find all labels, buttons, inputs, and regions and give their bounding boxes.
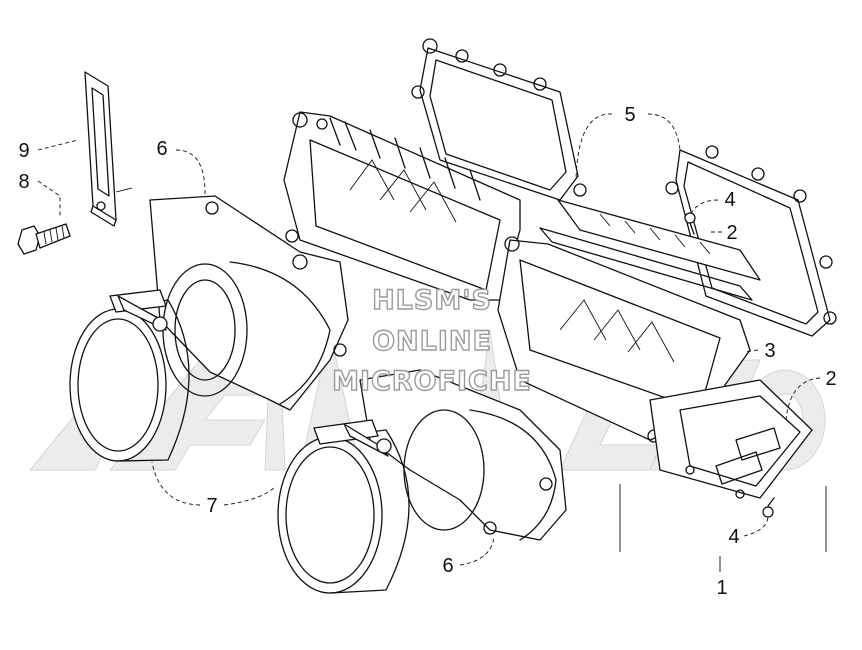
callout-6-lower: 6: [442, 555, 453, 577]
callout-2-lower: 2: [825, 368, 836, 390]
callout-6-upper: 6: [156, 138, 167, 160]
callout-7: 7: [206, 495, 217, 517]
part-4-screw-lower: [762, 497, 775, 518]
watermark-line-3: MICROFICHE: [332, 366, 532, 397]
callout-labels: 9 8 6 5 4 2 3 2 4 1 7 6: [18, 104, 836, 599]
callout-8: 8: [18, 171, 29, 193]
watermark-line-1: HLSM'S: [372, 285, 492, 316]
part-9-plate: [84, 71, 133, 227]
callout-5: 5: [624, 104, 635, 126]
part-5-gasket-right: [665, 145, 837, 337]
part-7-clamp-upper: [69, 289, 190, 462]
part-2-reed-upper: [539, 199, 761, 301]
leader-lines: [37, 113, 821, 566]
callout-1: 1: [716, 577, 727, 599]
part-1-assembly-bracket: [619, 484, 827, 572]
watermark-line-2: ONLINE: [372, 326, 492, 357]
callout-4-upper: 4: [724, 189, 735, 211]
callout-3: 3: [764, 340, 775, 362]
part-3-reed-cage-upper: [283, 111, 521, 301]
callout-9: 9: [18, 140, 29, 162]
part-2-reed-lower: [649, 379, 813, 499]
callout-4-lower: 4: [728, 526, 739, 548]
callout-2-upper: 2: [726, 222, 737, 244]
watermark: HLSM'S ONLINE MICROFICHE: [331, 284, 532, 397]
part-4-screw-upper: [684, 212, 696, 235]
part-6-flange-lower: [359, 369, 567, 541]
part-8-bolt: [17, 223, 71, 255]
part-7-clamp-lower: [277, 419, 410, 594]
